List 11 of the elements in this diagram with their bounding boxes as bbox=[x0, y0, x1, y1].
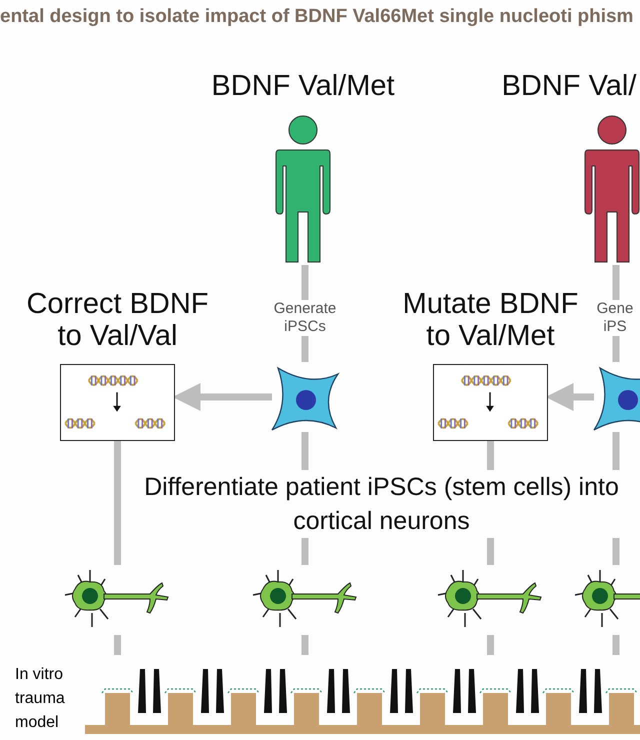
heading: Mutate BDNF to Val/Met bbox=[402, 288, 580, 352]
heading: BDNF Val/Met bbox=[210, 70, 396, 102]
connector-line bbox=[612, 635, 620, 655]
connector-line bbox=[487, 635, 494, 655]
connector-line bbox=[302, 635, 308, 655]
connector-line bbox=[114, 441, 121, 565]
model-label: In vitro trauma model bbox=[15, 665, 66, 733]
figure-title: ental design to isolate impact of BDNF Val66Met single nucleoti phism bbox=[0, 5, 634, 29]
connector-line bbox=[114, 635, 121, 655]
heading: BDNF Val/ bbox=[500, 70, 638, 102]
heading: Correct BDNF to Val/Val bbox=[25, 288, 210, 352]
